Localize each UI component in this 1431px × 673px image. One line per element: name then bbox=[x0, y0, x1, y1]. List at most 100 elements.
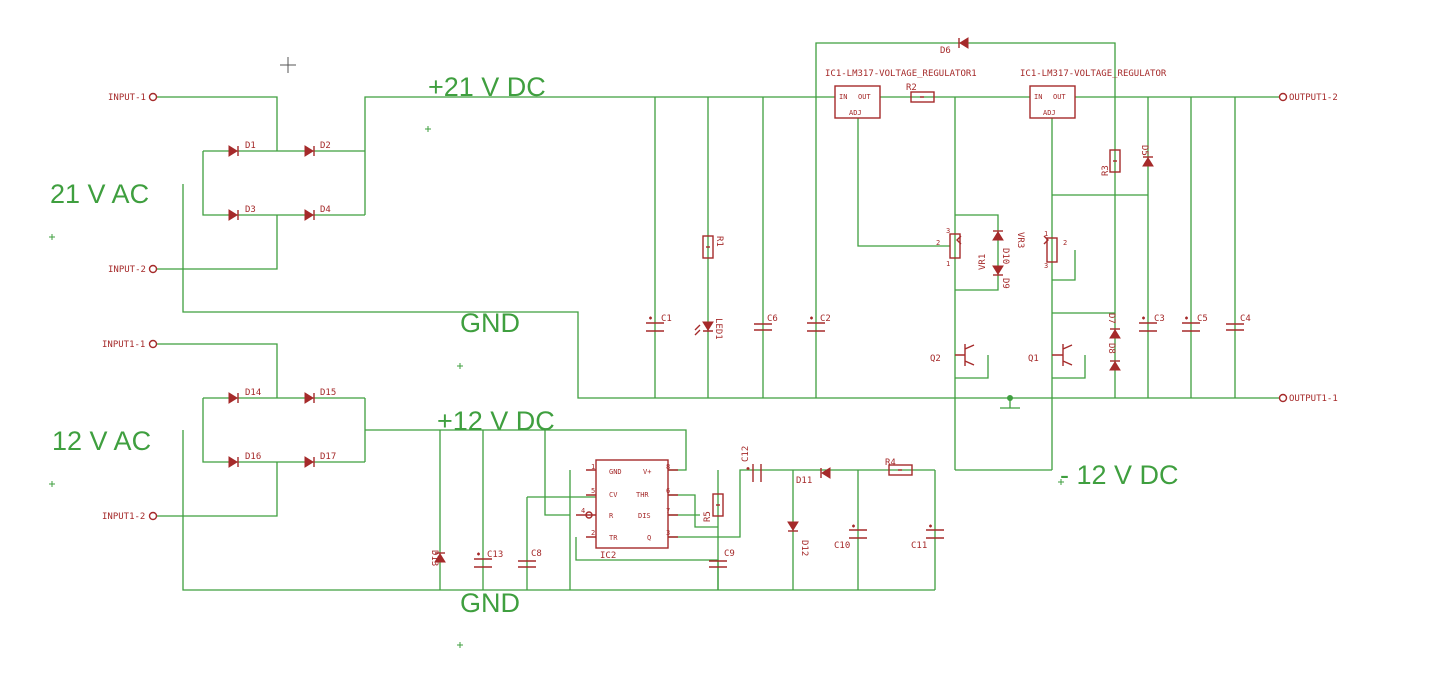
label-parts-d15: D15 bbox=[320, 388, 336, 398]
label-pot_pins-vr1_2: 2 bbox=[936, 239, 940, 247]
potentiometer-vr1: 3 2 1 VR1 bbox=[936, 227, 988, 270]
label-parts-d1: D1 bbox=[245, 141, 256, 151]
regulator-ic2: IN OUT ADJ IC1-LM317-VOLTAGE_REGULATOR bbox=[1020, 69, 1167, 119]
capacitor-c5: C5 bbox=[1182, 314, 1208, 332]
label-parts-r4: R4 bbox=[885, 458, 896, 468]
diode-d7: D7 bbox=[1106, 313, 1121, 339]
label-parts-c8: C8 bbox=[531, 549, 542, 559]
label-timer-pins-r: R bbox=[609, 512, 614, 520]
label-parts-d16: D16 bbox=[245, 452, 261, 462]
label-parts-d13: D13 bbox=[429, 550, 439, 566]
capacitor-c1: C1 bbox=[646, 314, 672, 332]
label-parts-c12: C12 bbox=[741, 446, 751, 462]
regulator-ic1-name: IC1-LM317-VOLTAGE_REGULATOR1 bbox=[825, 69, 977, 79]
diode-d15: D15 bbox=[304, 388, 336, 404]
label-timer-pin_numbers-p2: 2 bbox=[591, 529, 595, 537]
label-parts-c5: C5 bbox=[1197, 314, 1208, 324]
diode-d8: D8 bbox=[1106, 343, 1121, 371]
label-parts-q2: Q2 bbox=[930, 354, 941, 364]
label-parts-d17: D17 bbox=[320, 452, 336, 462]
label-parts-c11: C11 bbox=[911, 541, 927, 551]
label-parts-d9: D9 bbox=[1000, 278, 1010, 289]
label-timer-pin_numbers-p5: 5 bbox=[591, 487, 595, 495]
label-pot_pins-vr3_2: 2 bbox=[1063, 239, 1067, 247]
label-timer-pins-dis: DIS bbox=[638, 512, 651, 520]
resistors: R1 R2 R3 R4 R5 bbox=[702, 83, 1121, 522]
capacitor-c10: C10 bbox=[834, 524, 867, 551]
diode-d4: D4 bbox=[304, 205, 331, 221]
label-timer-pin_numbers-p3: 3 bbox=[666, 529, 670, 537]
label-parts-c4: C4 bbox=[1240, 314, 1251, 324]
capacitors: C1 C6 C2 C3 C5 C4 C13 C8 C9 C10 C11 C12 bbox=[474, 314, 1251, 568]
label-timer-pins-thr: THR bbox=[636, 491, 649, 499]
resistor-r5: R5 bbox=[703, 493, 724, 522]
resistor-r1: R1 bbox=[702, 235, 724, 259]
port-output1-2: OUTPUT1-2 bbox=[1289, 93, 1338, 103]
label-timer-pin_numbers-p8: 8 bbox=[666, 463, 670, 471]
label-regulators-ic1-out: OUT bbox=[858, 93, 871, 101]
net-label-ac21: 21 V AC bbox=[50, 179, 149, 209]
diode-d14: D14 bbox=[228, 388, 261, 404]
resistor-r3: R3 bbox=[1101, 149, 1121, 176]
label-parts-r1: R1 bbox=[714, 236, 724, 247]
net-label-vneg12dc: - 12 V DC bbox=[1060, 460, 1179, 490]
junction-dot bbox=[1007, 395, 1013, 401]
label-parts-c2: C2 bbox=[820, 314, 831, 324]
transistor-q1: Q1 bbox=[1028, 344, 1073, 366]
diodes: D6 D5 D10 D9 D7 D8 D11 D12 D13 bbox=[429, 37, 1154, 566]
origin-marks bbox=[49, 57, 1064, 648]
label-timer-pins-cv: CV bbox=[609, 491, 618, 499]
net-label-v12dc: +12 V DC bbox=[437, 406, 555, 436]
capacitor-c2: C2 bbox=[807, 314, 831, 332]
led-led1: LED1 bbox=[694, 318, 723, 340]
diode-d16: D16 bbox=[228, 452, 261, 468]
label-parts-r2: R2 bbox=[906, 83, 917, 93]
label-parts-d8: D8 bbox=[1106, 343, 1116, 354]
net-label-ac12: 12 V AC bbox=[52, 426, 151, 456]
label-parts-vr3: VR3 bbox=[1015, 232, 1025, 248]
label-parts-d4: D4 bbox=[320, 205, 331, 215]
wires bbox=[156, 42, 1280, 591]
port-output1-1-circle bbox=[1278, 393, 1288, 403]
label-timer-pin_numbers-p7: 7 bbox=[666, 507, 670, 515]
label-parts-c13: C13 bbox=[487, 550, 503, 560]
port-input1-1-circle bbox=[148, 339, 158, 349]
timer-name: IC2 bbox=[600, 551, 616, 561]
diode-d2: D2 bbox=[304, 141, 331, 157]
bridge-diodes: D1 D2 D3 D4 D14 D15 D16 D17 bbox=[228, 141, 336, 468]
label-parts-d2: D2 bbox=[320, 141, 331, 151]
label-timer-pins-vplus: V+ bbox=[643, 468, 651, 476]
label-regulators-ic2-in: IN bbox=[1034, 93, 1042, 101]
port-input1-1: INPUT1-1 bbox=[102, 340, 145, 350]
net-label-gnd-bottom: GND bbox=[460, 588, 520, 618]
label-parts-c6: C6 bbox=[767, 314, 778, 324]
net-label-v21dc: +21 V DC bbox=[428, 72, 546, 102]
diode-d10: D10 bbox=[992, 230, 1010, 264]
timer-ic2: GND V+ CV THR R DIS TR Q 1 8 5 6 4 7 2 3… bbox=[576, 459, 678, 561]
label-parts-c9: C9 bbox=[724, 549, 735, 559]
label-parts-d10: D10 bbox=[1000, 248, 1010, 264]
label-timer-pin_numbers-p6: 6 bbox=[666, 487, 670, 495]
label-parts-c1: C1 bbox=[661, 314, 672, 324]
label-parts-r3: R3 bbox=[1101, 165, 1111, 176]
label-parts-c3: C3 bbox=[1154, 314, 1165, 324]
label-timer-pin_numbers-p1: 1 bbox=[591, 463, 595, 471]
label-regulators-ic1-in: IN bbox=[839, 93, 847, 101]
label-regulators-ic2-adj: ADJ bbox=[1043, 109, 1056, 117]
label-parts-d5: D5 bbox=[1139, 145, 1149, 156]
capacitor-c8: C8 bbox=[518, 549, 542, 568]
regulator-ic1: IN OUT ADJ IC1-LM317-VOLTAGE_REGULATOR1 bbox=[825, 69, 977, 119]
capacitor-c3: C3 bbox=[1139, 314, 1165, 332]
capacitor-c12: C12 bbox=[741, 446, 762, 482]
diode-d9: D9 bbox=[992, 265, 1010, 289]
port-input1-2-circle bbox=[148, 511, 158, 521]
diode-d17: D17 bbox=[304, 452, 336, 468]
port-output1-1: OUTPUT1-1 bbox=[1289, 394, 1338, 404]
diode-d1: D1 bbox=[228, 141, 256, 157]
net-labels: +21 V DC 21 V AC GND 12 V AC +12 V DC GN… bbox=[49, 57, 1179, 648]
port-input2: INPUT-2 bbox=[108, 265, 146, 275]
port-input1-2: INPUT1-2 bbox=[102, 512, 145, 522]
label-parts-d3: D3 bbox=[245, 205, 256, 215]
capacitor-c9: C9 bbox=[709, 549, 735, 568]
